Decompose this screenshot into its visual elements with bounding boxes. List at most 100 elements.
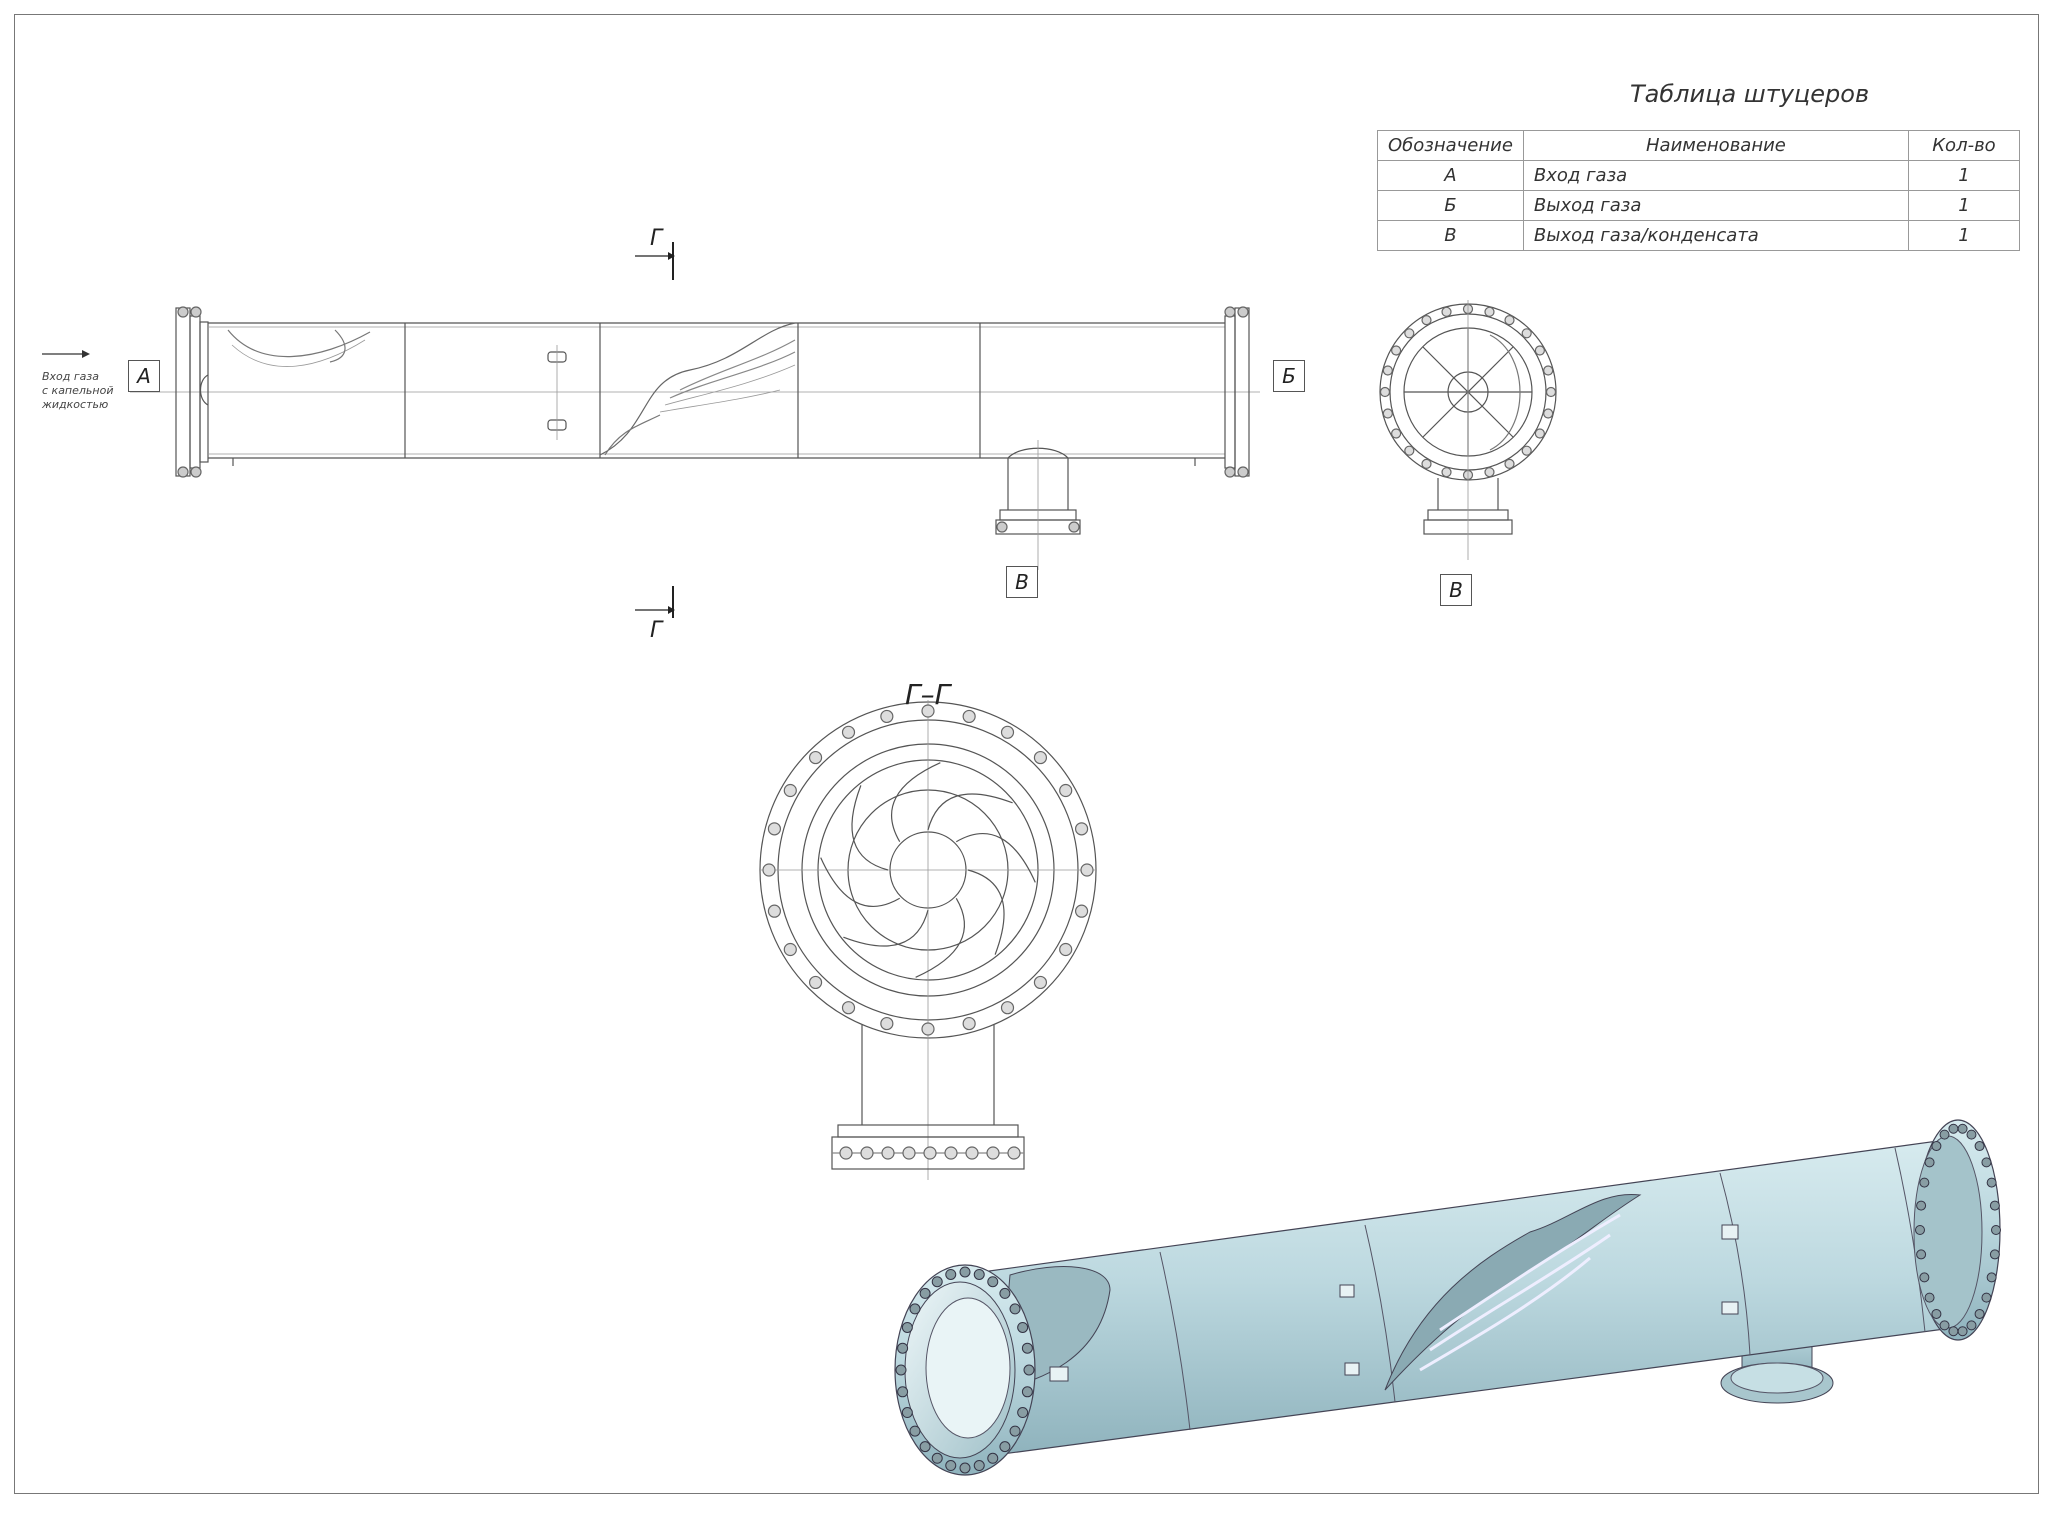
row-name: Вход газа [1522, 160, 1910, 191]
flange-bolt [1021, 1342, 1033, 1354]
section-view [759, 700, 1097, 1180]
flange-bolt [1966, 1129, 1977, 1140]
flange-bolt [1000, 725, 1015, 739]
flange-bolt [1989, 1249, 2000, 1260]
flange-bolt [762, 863, 776, 877]
flange-bolt [1391, 428, 1402, 439]
table-row: В Выход газа/конденсата 1 [1377, 220, 2020, 251]
flange-bolt [1981, 1157, 1992, 1168]
flange-bolt [1059, 942, 1073, 957]
swirl-vane [890, 762, 941, 843]
flange-bolt [1441, 467, 1452, 478]
nozzle-bolt [860, 1146, 874, 1160]
flange-bolt [962, 709, 976, 724]
mark-v-front: В [1006, 566, 1038, 598]
flange-bolt [1504, 458, 1515, 469]
flange-bolt [1017, 1321, 1029, 1333]
flange-bolt [1924, 1292, 1935, 1303]
flange-bolt [987, 1452, 999, 1464]
nozzle-table: Обозначение Наименование Кол-во А Вход г… [1377, 130, 2020, 251]
flange-bolt [1404, 445, 1415, 456]
cut-label-top: Г [650, 226, 663, 251]
row-qty: 1 [1908, 220, 2020, 251]
flange-bolt [1931, 1308, 1942, 1319]
flange-bolt [1991, 1225, 2001, 1235]
flange-bolt [945, 1460, 957, 1472]
flange-bolt [808, 975, 823, 990]
nozzle-bolt [923, 1146, 937, 1160]
flange-bolt [1948, 1123, 1959, 1134]
flange-bolt [1021, 1386, 1033, 1398]
inlet-note-line: жидкостью [42, 398, 109, 411]
swirl-vane [820, 857, 901, 908]
flange-bolt [999, 1441, 1011, 1453]
flange-bolt [1986, 1177, 1997, 1188]
flange-bolt [1924, 1157, 1935, 1168]
nozzle-bolt [944, 1146, 958, 1160]
flange-bolt [1543, 408, 1554, 419]
table-row: Б Выход газа 1 [1377, 190, 2020, 221]
nozzle-bolt [986, 1146, 1000, 1160]
flange-bolt [1009, 1303, 1021, 1315]
nozzle-bolt [902, 1146, 916, 1160]
swirl-vane [927, 793, 1013, 831]
flange-bolt [1009, 1425, 1021, 1437]
flange-bolt [1504, 315, 1515, 326]
flange-bolt [1957, 1123, 1968, 1134]
swirl-vane [851, 785, 889, 871]
flange-bolt [841, 725, 856, 739]
inlet-note: Вход газа с капельной жидкостью [42, 370, 113, 412]
flange-bolt [973, 1268, 985, 1280]
flange-bolt [921, 704, 935, 718]
flange-bolt [1989, 1200, 2000, 1211]
flange-bolt [895, 1364, 907, 1376]
flange-bolt [841, 1001, 856, 1015]
flange-bolt [783, 942, 797, 957]
flange-bolt [1000, 1001, 1015, 1015]
flange-bolt [931, 1452, 943, 1464]
flange-bolt [1986, 1272, 1997, 1283]
flange-bolt [973, 1460, 985, 1472]
flange-bolt [1966, 1320, 1977, 1331]
flange-bolt [1545, 386, 1557, 398]
flange-bolt [1974, 1141, 1985, 1152]
cut-label-bottom: Г [650, 618, 663, 643]
flange-bolt [1916, 1249, 1927, 1260]
flange-bolt [1382, 408, 1393, 419]
flange-bolt [1931, 1141, 1942, 1152]
flange-bolt [1391, 345, 1402, 356]
flange-bolt [959, 1462, 971, 1474]
mark-v-side: В [1440, 574, 1472, 606]
isometric-view [894, 1119, 2001, 1476]
flange-bolt [1534, 428, 1545, 439]
flange-bolt [1939, 1129, 1950, 1140]
swirl-vane [915, 897, 966, 978]
flange-bolt [999, 1287, 1011, 1299]
flange-bolt [1919, 1177, 1930, 1188]
nozzle-bolt [839, 1146, 853, 1160]
flange-bolt [1919, 1272, 1930, 1283]
header-qty: Кол-во [1908, 130, 2020, 161]
flange-bolt [880, 709, 894, 724]
row-mark: Б [1377, 190, 1524, 221]
flange-bolt [783, 783, 797, 798]
flange-bolt [1981, 1292, 1992, 1303]
flange-bolt [962, 1016, 976, 1031]
flange-bolt [1974, 1308, 1985, 1319]
nozzle-bolt [1007, 1146, 1021, 1160]
section-title: Г–Г [905, 678, 951, 711]
side-view [1379, 300, 1557, 560]
flange-bolt [1074, 904, 1089, 918]
flange-bolt [901, 1321, 913, 1333]
mark-a: А [128, 360, 160, 392]
flange-bolt [1948, 1326, 1959, 1337]
inlet-note-line: Вход газа [42, 370, 99, 383]
flange-bolt [1534, 345, 1545, 356]
swirl-vane [955, 832, 1036, 883]
mark-b: Б [1273, 360, 1305, 392]
flange-bolt [1033, 750, 1048, 765]
flange-bolt [1421, 458, 1432, 469]
flange-bolt [1543, 365, 1554, 376]
nozzle-bolt [881, 1146, 895, 1160]
